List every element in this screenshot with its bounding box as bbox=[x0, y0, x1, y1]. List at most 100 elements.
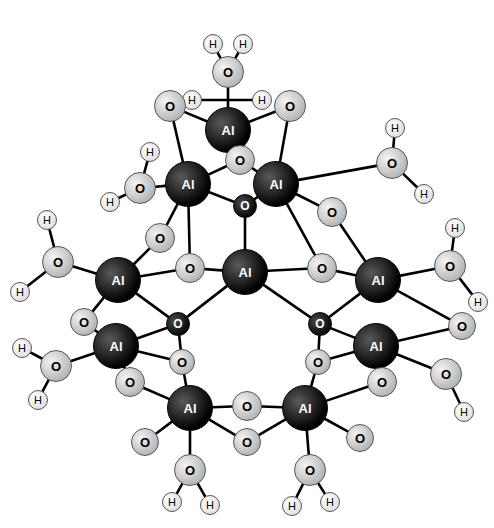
oxygen-atom: O bbox=[166, 312, 190, 336]
atom-symbol: H bbox=[16, 287, 24, 298]
oxygen-atom: O bbox=[430, 358, 462, 390]
bond-line bbox=[174, 122, 183, 162]
bond-line bbox=[331, 352, 354, 358]
atom-symbol: Al bbox=[110, 340, 123, 353]
bond-line bbox=[187, 286, 226, 317]
oxygen-atom: O bbox=[174, 454, 206, 486]
bond-line bbox=[134, 249, 149, 264]
bond-line bbox=[227, 88, 230, 107]
atom-symbol: H bbox=[106, 197, 114, 208]
atom-symbol: O bbox=[242, 400, 252, 413]
hydrogen-atom: H bbox=[414, 184, 434, 204]
oxygen-atom: O bbox=[305, 349, 331, 375]
bond-line bbox=[297, 194, 319, 205]
bond-line bbox=[330, 294, 360, 317]
oxygen-atom: O bbox=[145, 223, 175, 253]
atom-symbol: H bbox=[420, 189, 428, 200]
atom-symbol: Al bbox=[112, 274, 125, 287]
oxygen-atom: O bbox=[175, 253, 205, 283]
bond-line bbox=[167, 204, 178, 224]
bond-line bbox=[453, 388, 460, 403]
oxygen-atom: O bbox=[212, 56, 244, 88]
bond-line bbox=[144, 162, 147, 173]
bond-line bbox=[138, 351, 169, 359]
atom-symbol: H bbox=[451, 223, 459, 234]
bond-line bbox=[189, 207, 190, 253]
atom-symbol: H bbox=[18, 343, 26, 354]
bond-line bbox=[185, 112, 207, 121]
oxygen-atom: O bbox=[70, 308, 98, 336]
oxygen-atom: O bbox=[294, 454, 326, 486]
atom-symbol: O bbox=[135, 182, 145, 195]
bond-line bbox=[287, 204, 315, 255]
atom-symbol: O bbox=[235, 154, 245, 167]
bond-line bbox=[141, 270, 176, 276]
atom-symbol: Al bbox=[372, 274, 385, 287]
oxygen-atom: O bbox=[131, 428, 159, 456]
oxygen-atom: O bbox=[346, 424, 374, 452]
oxygen-atom: O bbox=[233, 428, 261, 456]
bond-line bbox=[156, 185, 165, 188]
hydrogen-atom: H bbox=[140, 142, 160, 162]
atom-symbol: Al bbox=[184, 402, 197, 415]
aluminium-atom: Al bbox=[355, 257, 401, 303]
hydrogen-atom: H bbox=[200, 495, 220, 515]
atom-symbol: O bbox=[315, 318, 324, 330]
atom-symbol: H bbox=[391, 123, 399, 134]
atom-symbol: Al bbox=[370, 340, 383, 353]
atom-symbol: O bbox=[125, 376, 135, 389]
aluminium-atom: Al bbox=[222, 249, 268, 295]
atom-symbol: O bbox=[387, 157, 397, 170]
atom-symbol: O bbox=[441, 368, 451, 381]
bond-line bbox=[280, 122, 287, 162]
bond-line bbox=[340, 224, 365, 261]
oxygen-atom: O bbox=[115, 367, 145, 397]
bond-line bbox=[401, 269, 435, 276]
bond-line bbox=[73, 267, 96, 274]
oxygen-atom: O bbox=[367, 367, 397, 397]
atom-symbol: H bbox=[258, 95, 266, 106]
bond-line bbox=[205, 269, 222, 270]
bond-line bbox=[403, 174, 416, 187]
atom-symbol: H bbox=[326, 497, 334, 508]
hydrogen-atom: H bbox=[445, 218, 465, 238]
atom-symbol: H bbox=[146, 147, 154, 158]
bond-line bbox=[337, 271, 356, 275]
bond-line bbox=[460, 279, 472, 294]
atom-symbol: O bbox=[165, 100, 175, 113]
oxygen-atom: O bbox=[42, 246, 74, 278]
atom-symbol: Al bbox=[299, 402, 312, 415]
bond-line bbox=[179, 336, 180, 349]
hydrogen-atom: H bbox=[37, 210, 57, 230]
bond-line bbox=[398, 329, 448, 341]
bond-line bbox=[119, 195, 125, 198]
bond-line bbox=[156, 422, 171, 434]
bond-line bbox=[331, 328, 354, 337]
atom-symbol: O bbox=[242, 436, 252, 449]
oxygen-atom: O bbox=[376, 147, 408, 179]
bond-line bbox=[259, 420, 285, 435]
hydrogen-atom: H bbox=[233, 34, 253, 54]
aluminium-atom: Al bbox=[282, 385, 328, 431]
atom-symbol: H bbox=[168, 497, 176, 508]
bond-line bbox=[317, 336, 320, 349]
bond-line bbox=[209, 166, 226, 174]
atom-symbol: O bbox=[240, 200, 249, 212]
aluminium-atom: Al bbox=[95, 257, 141, 303]
atom-symbol: H bbox=[474, 297, 482, 308]
atom-symbol: Al bbox=[222, 124, 235, 137]
hydrogen-atom: H bbox=[203, 34, 223, 54]
aluminium-atom: Al bbox=[353, 323, 399, 369]
aluminium-atom: Al bbox=[165, 161, 211, 207]
aluminium-atom: Al bbox=[253, 161, 299, 207]
bond-line bbox=[184, 375, 186, 386]
atom-symbol: O bbox=[51, 360, 61, 373]
atom-symbol: Al bbox=[182, 178, 195, 191]
atom-symbol: O bbox=[457, 320, 467, 333]
atom-symbol: O bbox=[53, 256, 63, 269]
hydrogen-atom: H bbox=[12, 338, 32, 358]
hydrogen-atom: H bbox=[252, 90, 272, 110]
bond-line bbox=[262, 405, 282, 408]
bond-line bbox=[93, 298, 104, 311]
atom-symbol: Al bbox=[270, 178, 283, 191]
